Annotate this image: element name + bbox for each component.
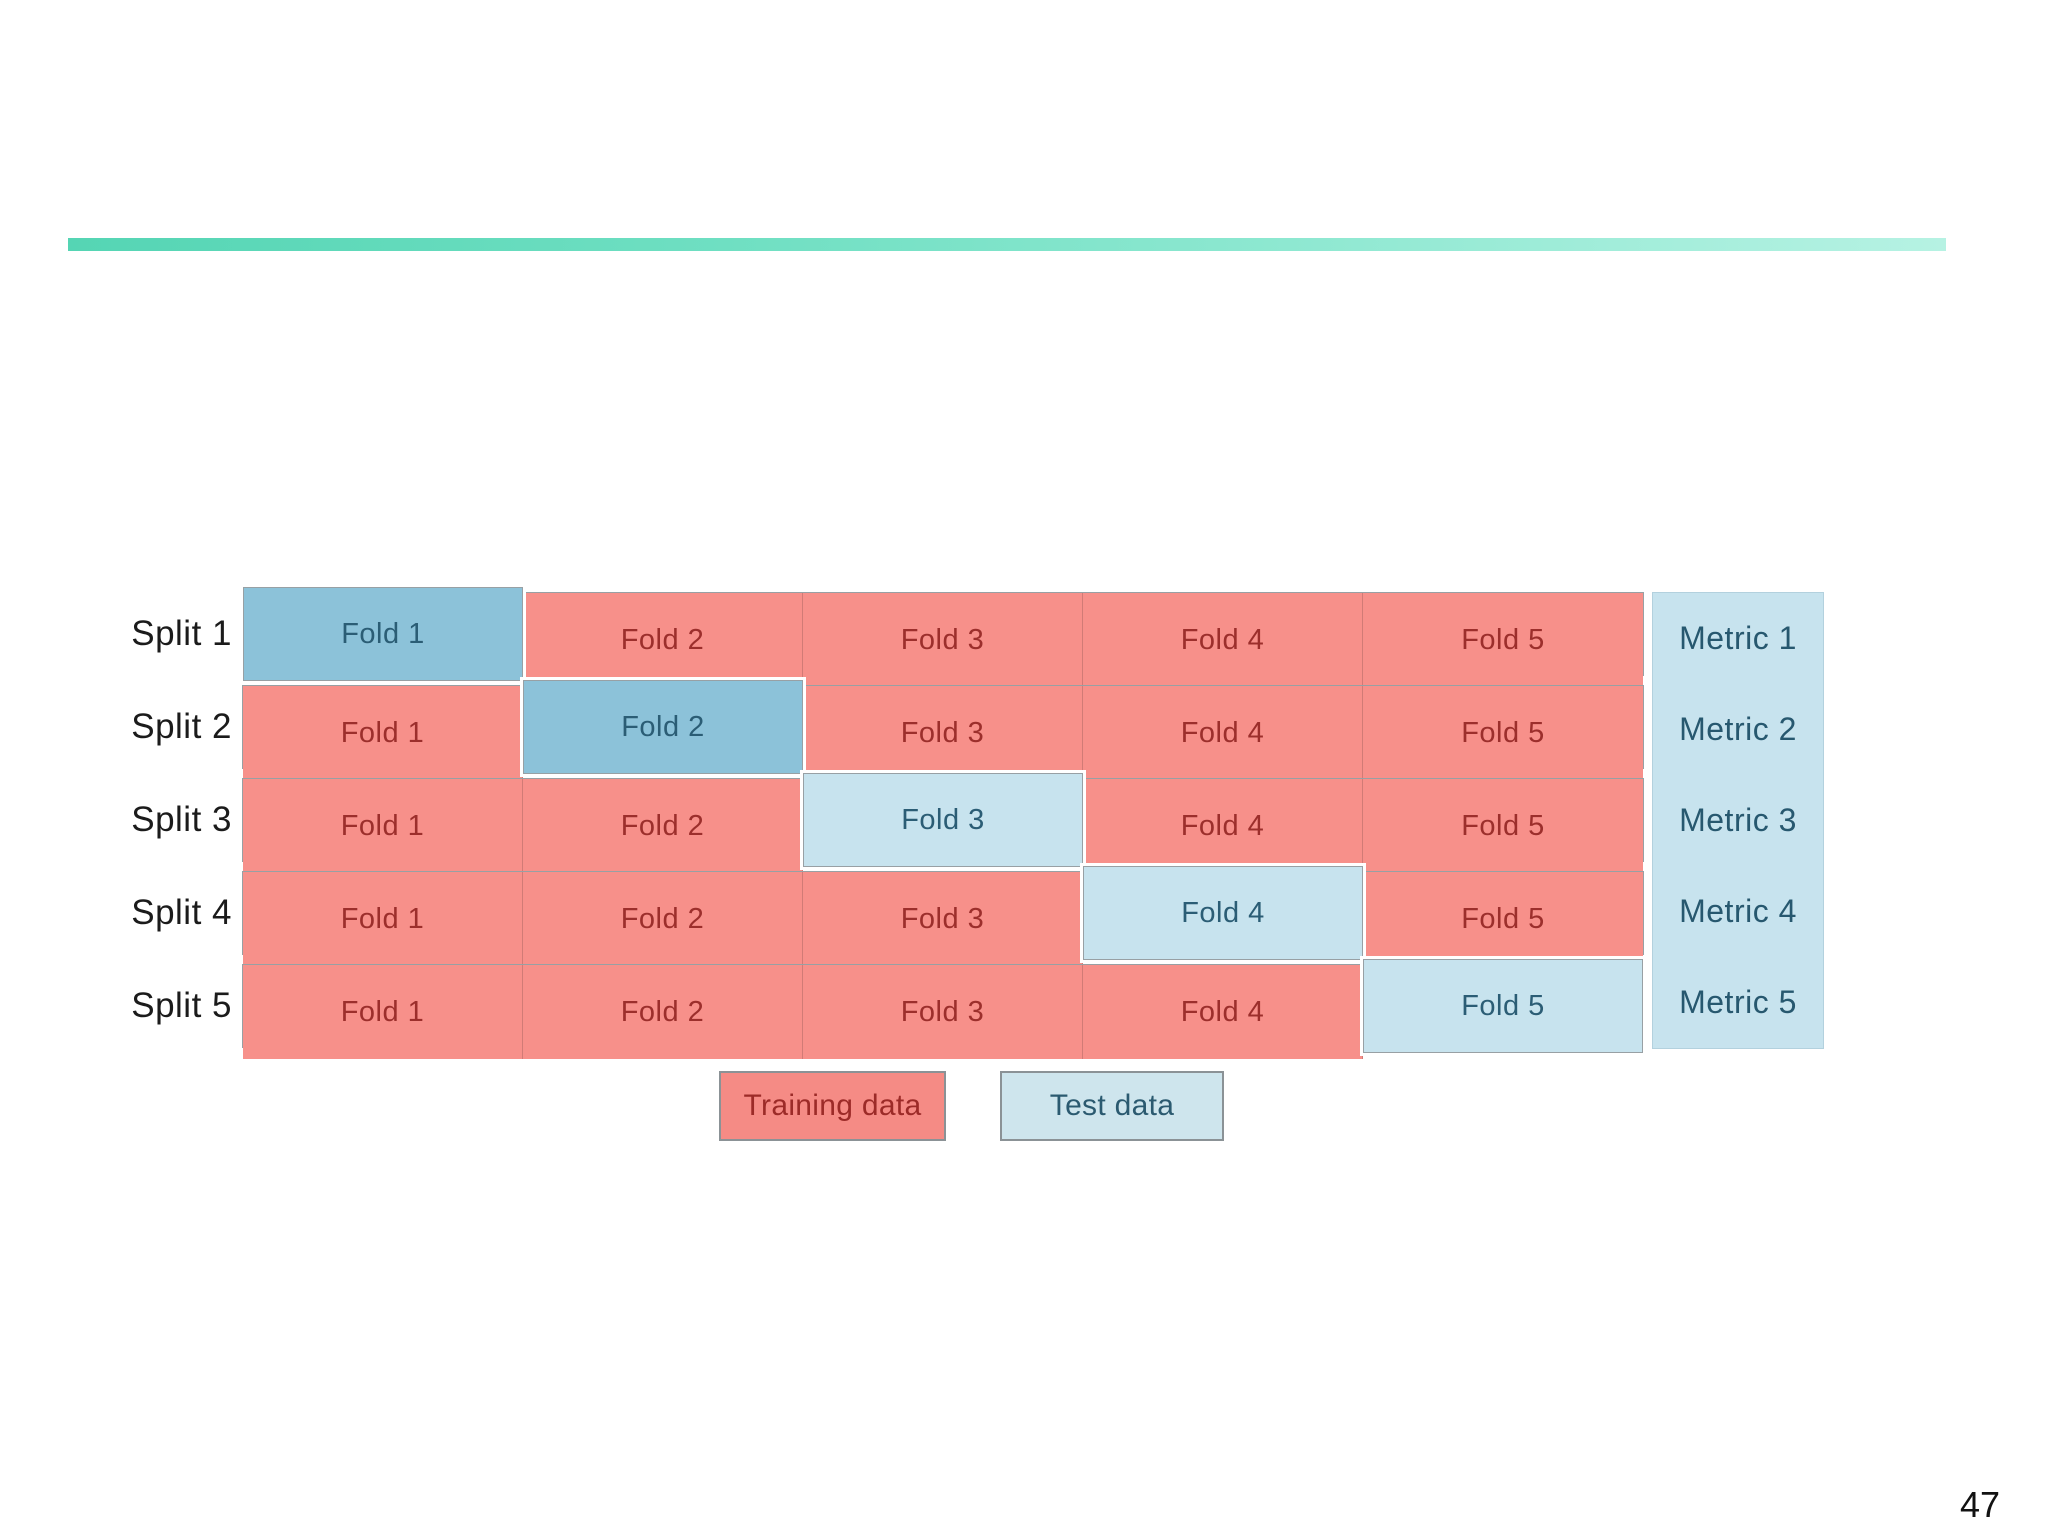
accent-divider-line — [68, 238, 1946, 251]
split-1-fold-3-cell: Fold 3 — [803, 593, 1083, 687]
split-3-fold-1-cell: Fold 1 — [243, 779, 523, 873]
metric-2-label: Metric 2 — [1679, 711, 1797, 747]
split-1-fold-1-cell-test: Fold 1 — [240, 584, 526, 684]
metric-3-label: Metric 3 — [1679, 802, 1797, 838]
metric-1-label: Metric 1 — [1679, 620, 1797, 656]
split-4-fold-3-cell: Fold 3 — [803, 872, 1083, 966]
legend-training-swatch: Training data — [719, 1071, 946, 1141]
split-4-label: Split 4 — [131, 893, 232, 932]
metric-column: Metric 1 Metric 2 Metric 3 Metric 4 Metr… — [1652, 592, 1824, 1049]
split-1-row: Fold 1 Fold 2 Fold 3 Fold 4 Fold 5 — [240, 584, 1644, 687]
split-1-fold-2-cell: Fold 2 — [523, 593, 803, 687]
split-4-fold-2-cell: Fold 2 — [523, 872, 803, 966]
split-5-fold-3-cell: Fold 3 — [803, 965, 1083, 1059]
split-3-fold-2-cell: Fold 2 — [523, 779, 803, 873]
metric-4-label: Metric 4 — [1679, 893, 1797, 929]
split-2-label: Split 2 — [131, 707, 232, 746]
split-3-row: Fold 1 Fold 2 Fold 3 Fold 4 Fold 5 — [242, 770, 1644, 873]
split-5-label: Split 5 — [131, 986, 232, 1025]
split-4-row: Fold 1 Fold 2 Fold 3 Fold 4 Fold 5 — [242, 863, 1644, 966]
split-4-fold-4-cell-test: Fold 4 — [1080, 863, 1366, 963]
split-3-fold-5-cell: Fold 5 — [1363, 779, 1643, 873]
split-4-fold-1-cell: Fold 1 — [243, 872, 523, 966]
metric-5-label: Metric 5 — [1679, 984, 1797, 1020]
split-5-fold-5-cell-test: Fold 5 — [1360, 956, 1646, 1056]
split-3-label: Split 3 — [131, 800, 232, 839]
split-1-fold-5-cell: Fold 5 — [1363, 593, 1643, 687]
split-2-row: Fold 1 Fold 2 Fold 3 Fold 4 Fold 5 — [242, 677, 1644, 780]
split-2-fold-3-cell: Fold 3 — [803, 686, 1083, 780]
split-5-fold-1-cell: Fold 1 — [243, 965, 523, 1059]
legend-test-swatch: Test data — [1000, 1071, 1224, 1141]
split-3-fold-3-cell-test: Fold 3 — [800, 770, 1086, 870]
split-2-fold-1-cell: Fold 1 — [243, 686, 523, 780]
split-5-row: Fold 1 Fold 2 Fold 3 Fold 4 Fold 5 — [242, 956, 1646, 1059]
split-2-fold-4-cell: Fold 4 — [1083, 686, 1363, 780]
split-1-fold-4-cell: Fold 4 — [1083, 593, 1363, 687]
split-5-fold-2-cell: Fold 2 — [523, 965, 803, 1059]
page-number: 47 — [1960, 1484, 2001, 1525]
split-2-fold-2-cell-test: Fold 2 — [520, 677, 806, 777]
split-3-fold-4-cell: Fold 4 — [1083, 779, 1363, 873]
split-5-fold-4-cell: Fold 4 — [1083, 965, 1363, 1059]
split-4-fold-5-cell: Fold 5 — [1363, 872, 1643, 966]
split-1-label: Split 1 — [131, 614, 232, 653]
split-2-fold-5-cell: Fold 5 — [1363, 686, 1643, 780]
